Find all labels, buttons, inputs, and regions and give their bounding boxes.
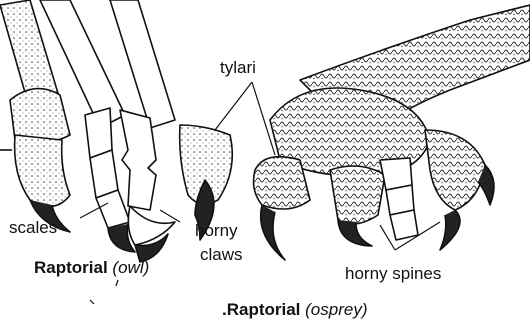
osprey-foot-drawing [254,5,530,260]
caption-owl-sub: (owl) [112,258,149,277]
label-scales: scales [9,218,57,238]
caption-osprey-sub: (osprey) [305,300,367,319]
label-horny-spines: horny spines [345,264,441,284]
caption-owl-main: Raptorial [34,258,108,277]
caption-owl: Raptorial (owl) [34,258,149,278]
caption-osprey: .Raptorial (osprey) [222,300,368,320]
label-claws: claws [200,245,243,265]
label-horny: horny [195,221,238,241]
caption-osprey-main: .Raptorial [222,300,300,319]
label-tylari: tylari [220,58,256,78]
